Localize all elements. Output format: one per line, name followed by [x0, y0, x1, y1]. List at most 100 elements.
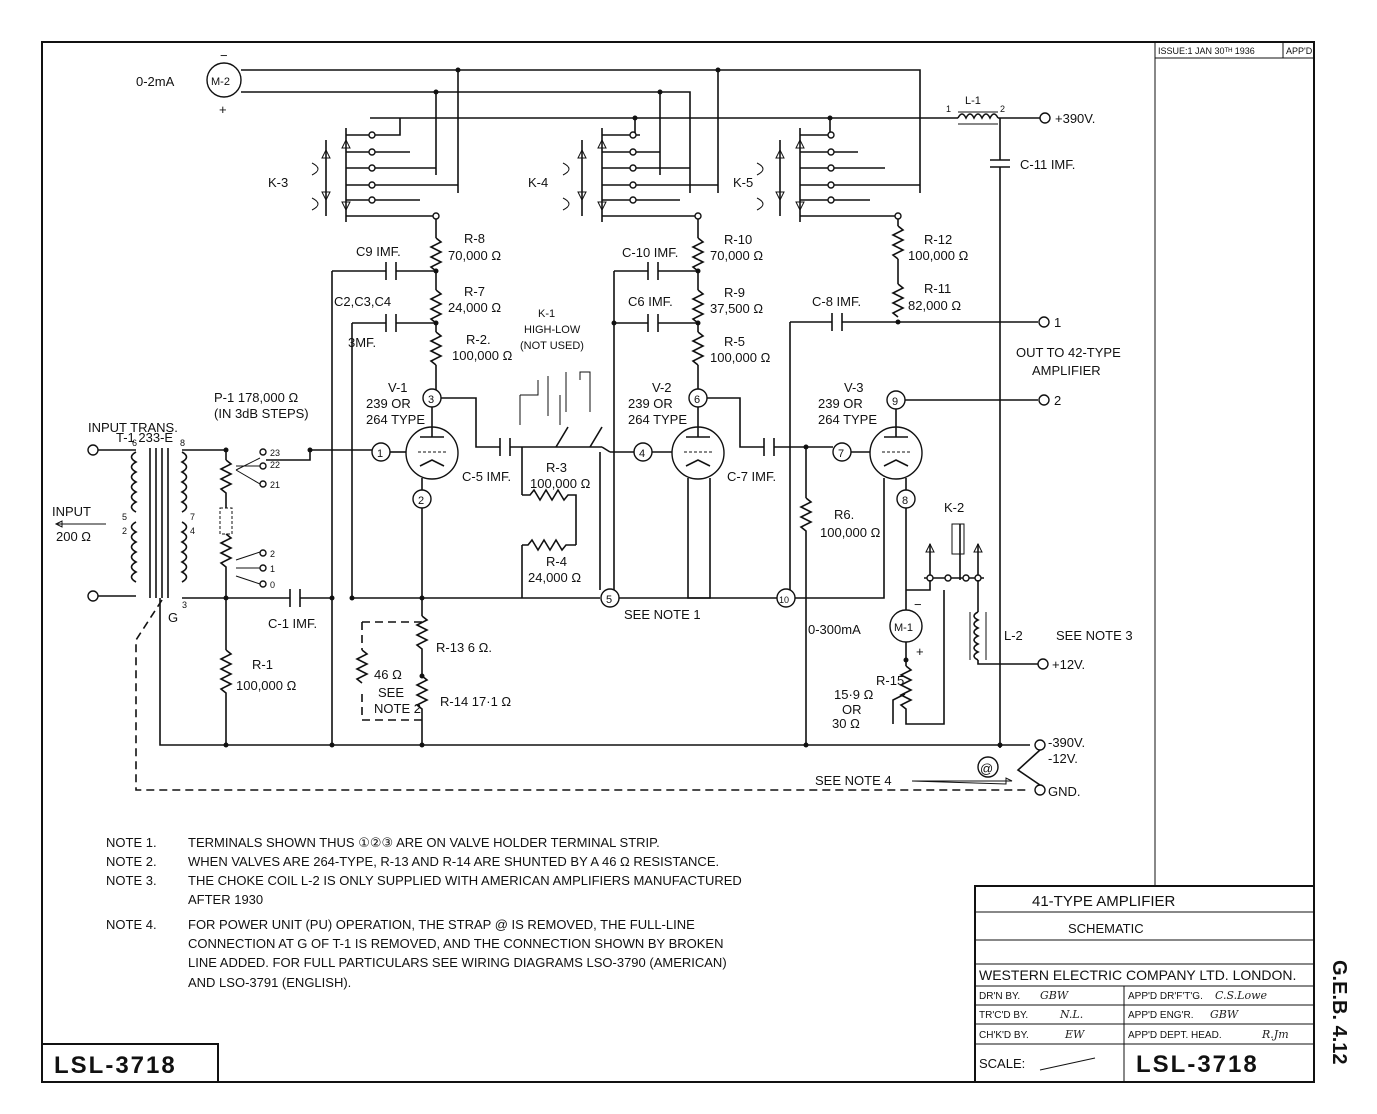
r4-label: R-4 [546, 554, 567, 569]
input-transformer-t1: T-1 233-E INPUT TRANS. G 6 8 5 2 7 4 3 [88, 420, 195, 625]
m2-range: 0-2mA [136, 74, 175, 89]
negative-rail [159, 598, 1030, 746]
t1-pin8: 8 [180, 438, 185, 448]
broken-line-connection [135, 599, 1030, 791]
k2-label: K-2 [944, 500, 964, 515]
note3-label: NOTE 3. [106, 873, 157, 888]
v3-label: V-3 [844, 380, 864, 395]
m2-plus: + [219, 102, 227, 117]
appd-dept-head-label: APP'D DEPT. HEAD. [1128, 1030, 1222, 1041]
side-reference: G.E.B. 4.12 [1328, 960, 1350, 1065]
checked-by-signature: EW [1064, 1028, 1086, 1041]
terminal-2: 2 [418, 495, 424, 507]
m1-range: 0-300mA [808, 622, 861, 637]
valve-v3: V-3 239 OR 264 TYPE [818, 380, 923, 480]
r12-label: R-12 [924, 232, 952, 247]
output-label1: OUT TO 42-TYPE [1016, 345, 1121, 360]
left-drawing-number: LSL-3718 [54, 1052, 177, 1079]
p1-tap2: 2 [270, 549, 275, 559]
k1-desc1: HIGH-LOW [524, 324, 581, 336]
r5-label: R-5 [724, 334, 745, 349]
note2-label: NOTE 2. [106, 854, 157, 869]
drawing-border [41, 41, 1315, 1083]
r15-value1: 15·9 Ω [834, 687, 874, 702]
v2-label: V-2 [652, 380, 672, 395]
input-impedance: 200 Ω [56, 529, 91, 544]
title-block: 41-TYPE AMPLIFIER SCHEMATIC WESTERN ELEC… [974, 885, 1315, 1083]
k5-label: K-5 [733, 175, 753, 190]
drawn-by-label: DR'N BY. [979, 991, 1020, 1002]
traced-by-label: TR'C'D BY. [979, 1010, 1028, 1021]
input-label: INPUT [52, 504, 91, 519]
r15-label: R-15 [876, 673, 904, 688]
k3-label: K-3 [268, 175, 288, 190]
p1-tap23: 23 [270, 448, 280, 458]
key-k2: K-2 [924, 500, 984, 582]
appd-engineer-label: APP'D ENG'R. [1128, 1010, 1194, 1021]
t1-pin2: 2 [122, 526, 127, 536]
see-note4-label: SEE NOTE 4 [815, 773, 892, 788]
c234-label: C2,C3,C4 [334, 294, 391, 309]
k1-label: K-1 [538, 308, 555, 320]
r12-value: 100,000 Ω [908, 248, 969, 263]
c5-label: C-5 IMF. [462, 469, 511, 484]
k1-desc2: (NOT USED) [520, 340, 584, 352]
r3-value: 100,000 Ω [530, 476, 591, 491]
m1-name: M-1 [894, 622, 913, 634]
terminal-7: 7 [838, 448, 844, 460]
note3-line2: AFTER 1930 [188, 892, 263, 907]
c10-label: C-10 IMF. [622, 245, 678, 260]
t1-pin4: 4 [190, 526, 195, 536]
v1-label: V-1 [388, 380, 408, 395]
r7-value: 24,000 Ω [448, 300, 501, 315]
r6-value: 100,000 Ω [820, 525, 881, 540]
left-stamp-box [41, 1043, 219, 1083]
t1-name: T-1 233-E [116, 430, 173, 445]
r1-label: R-1 [252, 657, 273, 672]
r2-value: 100,000 Ω [452, 348, 513, 363]
note4-line3: LINE ADDED. FOR FULL PARTICULARS SEE WIR… [188, 955, 727, 970]
p1-name: P-1 178,000 Ω [214, 390, 298, 405]
choke-l1: L-1 1 2 +390V. [946, 95, 1095, 126]
note4-line2: CONNECTION AT G OF T-1 IS REMOVED, AND T… [188, 936, 723, 951]
t1-pin6: 6 [132, 438, 137, 448]
appd-drafting-label: APP'D DR'F'T'G. [1128, 991, 1203, 1002]
output-terminal-2: 2 [1054, 393, 1061, 408]
l2-label: L-2 [1004, 628, 1023, 643]
r7-resistor [429, 289, 443, 324]
k4-label: K-4 [528, 175, 548, 190]
c234-value: 3MF. [348, 335, 376, 350]
note4-label: NOTE 4. [106, 917, 157, 932]
appd-drafting-signature: C.S.Lowe [1215, 989, 1268, 1002]
p1-desc: (IN 3dB STEPS) [214, 406, 309, 421]
l2-note: SEE NOTE 3 [1056, 628, 1133, 643]
l1-name: L-1 [965, 95, 981, 107]
t1-pin5: 5 [122, 512, 127, 522]
r3-label: R-3 [546, 460, 567, 475]
r10-label: R-10 [724, 232, 752, 247]
m2-name: M-2 [211, 76, 230, 88]
traced-by-signature: N.L. [1059, 1008, 1083, 1021]
v3-type1: 239 OR [818, 396, 863, 411]
bus-m2-bottom [241, 91, 691, 193]
r9-label: R-9 [724, 285, 745, 300]
meter-m2: M-2 0-2mA − + [136, 48, 242, 117]
r7-label: R-7 [464, 284, 485, 299]
p1-tap21: 21 [270, 480, 280, 490]
m2-minus: − [220, 48, 228, 63]
t1-desc: INPUT TRANS. [88, 420, 178, 435]
valve-v2: V-2 239 OR 264 TYPE [628, 380, 725, 480]
terminal-9: 9 [892, 396, 898, 408]
p1-tap0: 0 [270, 580, 275, 590]
r15-value3: 30 Ω [832, 716, 860, 731]
r13-label: R-13 6 Ω. [436, 640, 492, 655]
terminal-8: 8 [902, 495, 908, 507]
checked-by-label: CH'K'D BY. [979, 1030, 1029, 1041]
attenuator-p1: P-1 178,000 Ω (IN 3dB STEPS) 23 22 21 2 … [182, 390, 372, 596]
c8-label: C-8 IMF. [812, 294, 861, 309]
v2-type2: 264 TYPE [628, 412, 687, 427]
m1-minus: − [914, 597, 922, 612]
t1-g-label: G [168, 610, 178, 625]
v1-type2: 264 TYPE [366, 412, 425, 427]
